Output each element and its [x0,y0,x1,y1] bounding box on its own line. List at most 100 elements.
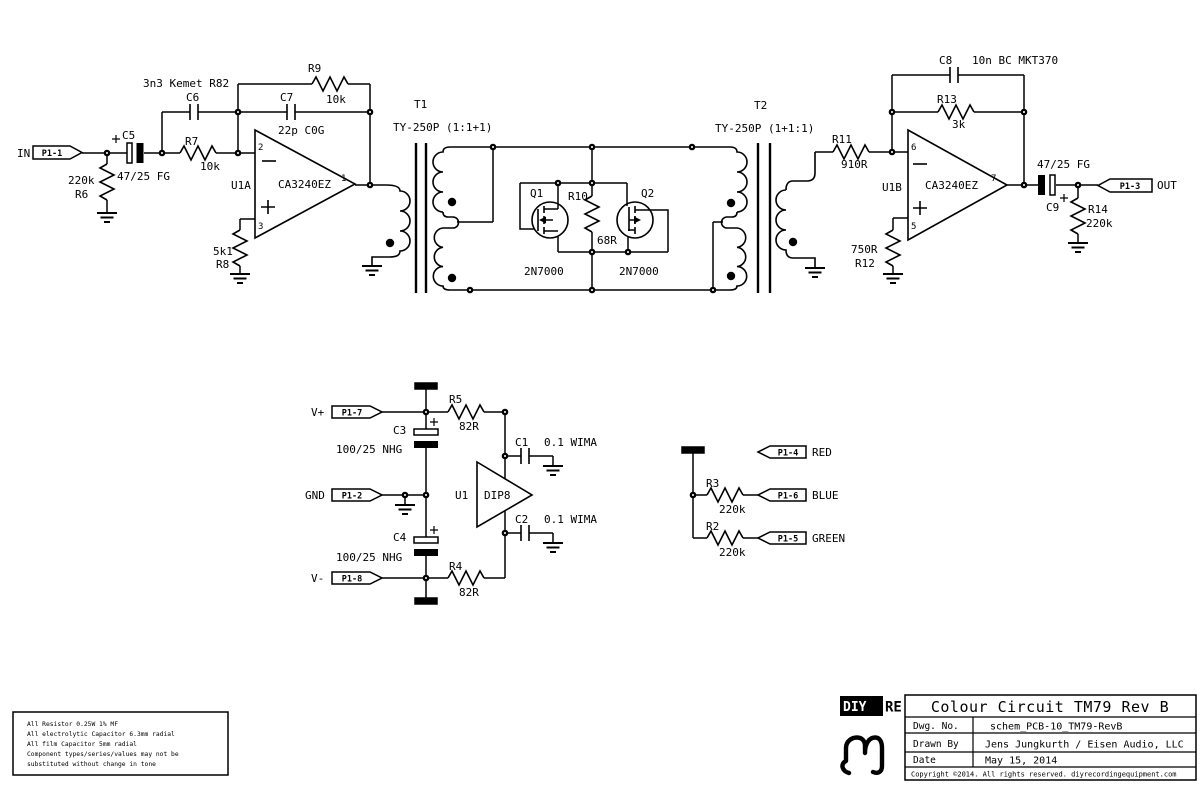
date-value: May 15, 2014 [985,756,1057,767]
r3-value: 220k [719,503,746,516]
u1a-part: CA3240EZ [278,178,331,191]
q2-mosfet: Q2 2N7000 [616,187,659,278]
r8-value: 5k1 [213,245,233,258]
r2-resistor: R2 220k [706,520,746,559]
u1b-ref: U1B [882,181,902,194]
r4-ref: R4 [449,560,463,573]
t2-transformer: T2 TY-250P (1+1:1) [712,99,816,293]
r8-ref: R8 [216,258,229,271]
r12-value: 750R [851,243,878,256]
notes-box: All Resistor 0.25W 1% MF All electrolyti… [12,711,229,776]
c3-ref: C3 [393,424,406,437]
note-line-1: All Resistor 0.25W 1% MF [27,721,118,728]
c9-ref: C9 [1046,201,1059,214]
dwg-no-value: schem_PCB-10_TM79-RevB [990,722,1122,733]
gnd-signal-label: GND [305,489,325,502]
u1a-pin3-label: 3 [258,222,263,232]
c7-capacitor: C7 22p C0G [278,91,324,137]
title-block: Colour Circuit TM79 Rev B Dwg. No. schem… [904,694,1197,781]
u1b-opamp: 6 5 7 U1B CA3240EZ [882,128,1009,242]
title-block-title: Colour Circuit TM79 Rev B [931,698,1169,716]
c5-plus-sign [112,135,120,143]
vminus-signal-label: V- [311,572,324,585]
c7-value: 22p C0G [278,124,324,137]
led-terminal-bar [681,446,705,454]
c4-plus-sign [430,526,438,534]
u1a-pin1-label: 1 [341,174,346,184]
r5-resistor: R5 82R [447,393,485,433]
r14-value: 220k [1086,217,1113,230]
r4-resistor: R4 82R [447,560,485,599]
q1-ref: Q1 [530,187,543,200]
dwg-no-label: Dwg. No. [913,721,959,732]
r9-value: 10k [326,93,346,106]
out-connector: P1-3 OUT [1096,178,1177,193]
q1-part: 2N7000 [524,265,564,278]
r9-resistor: R9 10k [308,62,349,106]
vplus-pin-label: P1-7 [342,409,362,419]
u1-part: DIP8 [484,489,511,502]
t1-part: TY-250P (1:1+1) [393,121,492,134]
eisen-audio-logo [840,735,885,776]
c1-capacitor: C1 0.1 WIMA [515,436,597,464]
r7-ref: R7 [185,135,198,148]
r14-resistor: R14 220k [1070,197,1113,235]
c5-value: 47/25 FG [117,170,170,183]
fet-clipper-wires [519,147,669,290]
out-signal-label: OUT [1157,179,1177,192]
r2-ref: R2 [706,520,719,533]
c7-ref: C7 [280,91,293,104]
in-connector: P1-1 IN [17,145,84,160]
r13-resistor: R13 3k [937,93,975,131]
vplus-signal-label: V+ [311,406,325,419]
u1b-pin6-label: 6 [911,143,916,153]
u1b-pin7-label: 7 [991,174,996,184]
blue-connector: P1-6 BLUE [756,488,839,502]
vplus-terminal-bar [414,382,438,390]
q2-part: 2N7000 [619,265,659,278]
q1-arrow [539,216,546,224]
r5-value: 82R [459,420,479,433]
c4-capacitor: C4 100/25 NHG [336,526,439,564]
r11-resistor: R11 910R [832,133,870,171]
u1-ref: U1 [455,489,468,502]
diyre-logo-re-text: RE [885,700,902,716]
note-line-2: All electrolytic Capacitor 6.3mm radial [27,731,175,738]
vminus-connector: P1-8 V- [311,571,384,585]
c3-capacitor: C3 100/25 NHG [336,418,439,456]
r12-resistor: 750R R12 [851,229,901,270]
u1a-pin2-label: 2 [258,143,263,153]
t1-ref: T1 [414,98,427,111]
t1-transformer: T1 TY-250P (1:1+1) [371,98,494,293]
c6-ref: C6 [186,91,199,104]
u1b-pin5-label: 5 [911,222,916,232]
diyre-logo-diy-text: DIY [843,700,867,715]
coupling-rails [450,146,730,291]
r13-ref: R13 [937,93,957,106]
c3-plus-sign [430,418,438,426]
in-signal-label: IN [17,147,30,160]
c3-value: 100/25 NHG [336,443,402,456]
r10-ref: R10 [568,190,588,203]
r11-ref: R11 [832,133,852,146]
c9-value: 47/25 FG [1037,158,1090,171]
red-connector: P1-4 RED [756,445,832,459]
c2-capacitor: C2 0.1 WIMA [515,513,597,541]
t2-part: TY-250P (1+1:1) [715,122,814,135]
r14-ref: R14 [1088,203,1108,216]
green-connector: P1-5 GREEN [756,531,845,545]
blue-signal-label: BLUE [812,489,839,502]
r7-value: 10k [200,160,220,173]
c9-plus-sign [1060,194,1068,202]
r3-resistor: R3 220k [706,477,746,516]
vminus-pin-label: P1-8 [342,575,362,585]
q1-mosfet: Q1 2N7000 [524,187,569,278]
c2-value: 0.1 WIMA [544,513,597,526]
c2-ref: C2 [515,513,528,526]
c1-value: 0.1 WIMA [544,436,597,449]
c4-value: 100/25 NHG [336,551,402,564]
r10-value: 68R [597,234,617,247]
c6-capacitor: C6 3n3 Kemet R82 [143,77,229,120]
drawn-by-value: Jens Jungkurth / Eisen Audio, LLC [985,740,1184,751]
